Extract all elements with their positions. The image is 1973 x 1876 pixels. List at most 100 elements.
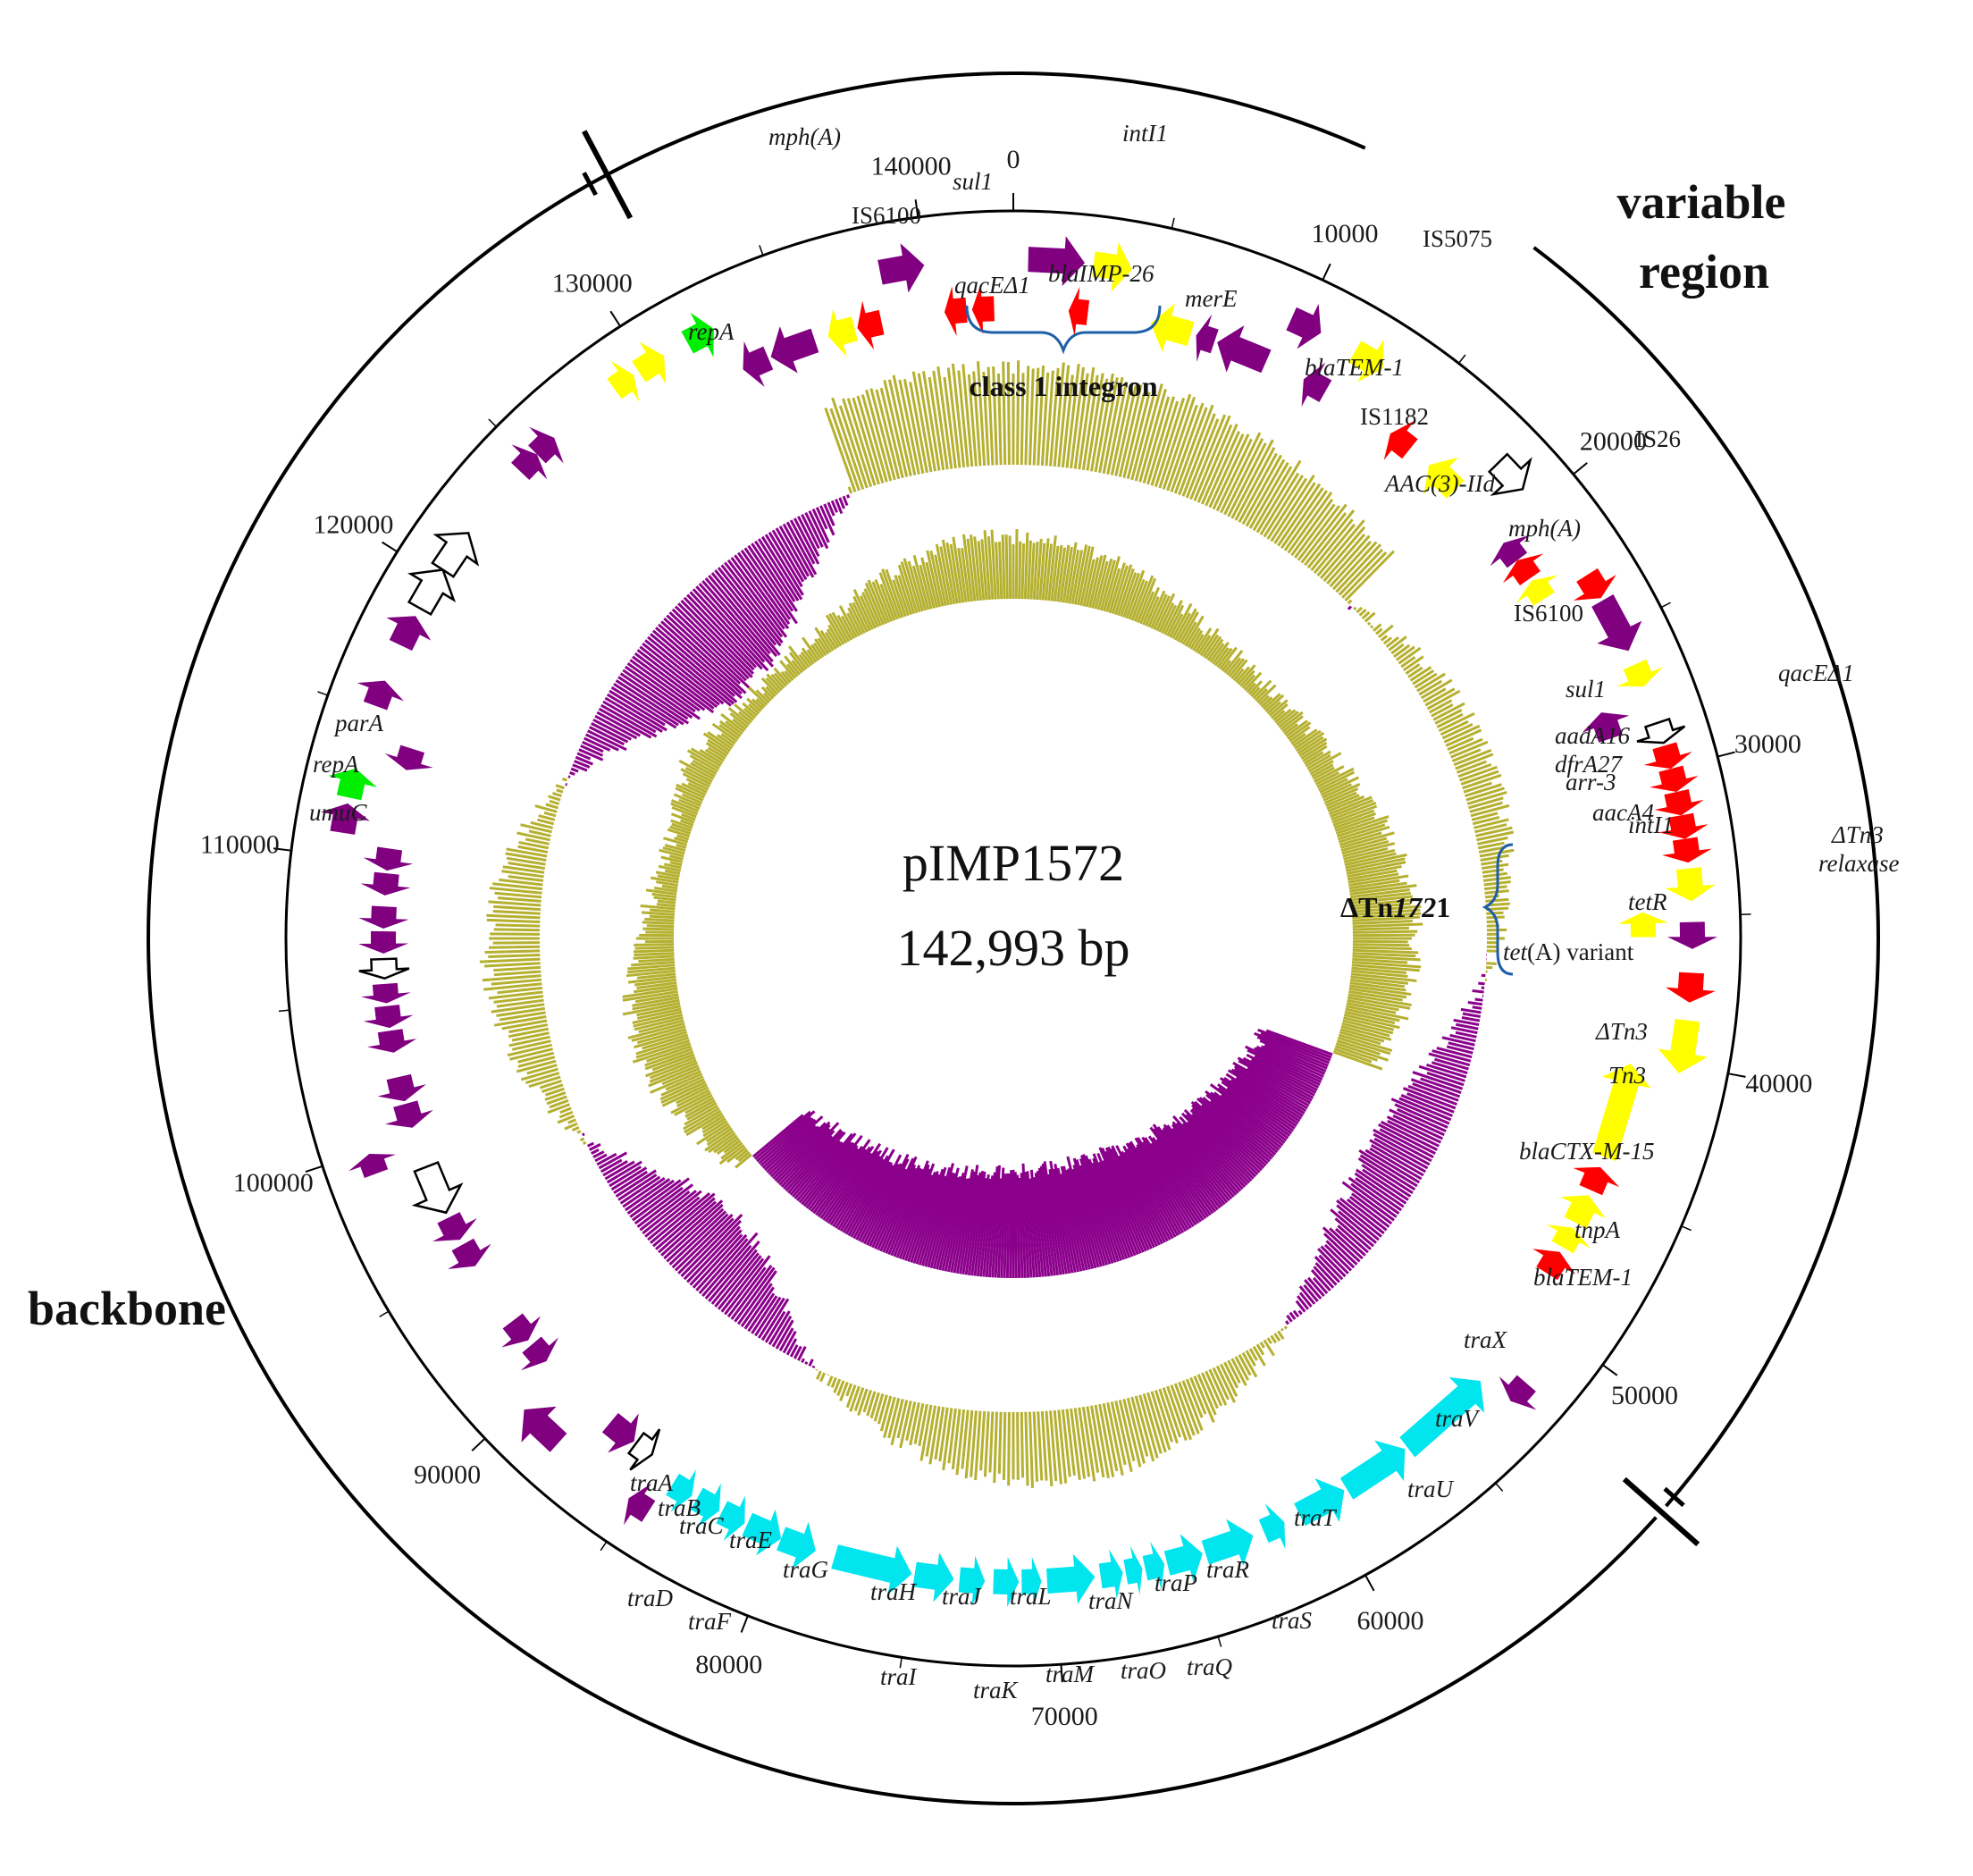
gc-content-bar — [1313, 523, 1356, 574]
gc-content-bar — [1061, 1409, 1071, 1477]
gc-content-bar — [530, 820, 553, 829]
gc-content-bar — [1106, 1402, 1124, 1476]
gene-arrow-outline — [1636, 717, 1686, 745]
gc-content-bar — [1434, 709, 1463, 725]
gc-skew-bar — [1096, 558, 1113, 610]
gc-skew-bar — [1219, 1077, 1296, 1130]
integron-brace-icon — [965, 305, 1162, 355]
gc-content-bar — [1475, 826, 1513, 837]
gc-content-bar — [686, 593, 758, 669]
gc-content-bar — [811, 1365, 816, 1368]
gc-content-bar — [520, 823, 552, 834]
gc-skew-bar — [1339, 831, 1382, 846]
gc-skew-bar — [690, 747, 722, 768]
gc-skew-bar — [1020, 1173, 1027, 1278]
gc-skew-bar — [705, 742, 728, 758]
gc-skew-bar — [707, 731, 733, 750]
gc-skew-bar — [673, 793, 701, 807]
gc-content-bar — [1373, 1132, 1431, 1166]
gc-content-bar — [600, 1158, 623, 1174]
gc-skew-bar — [689, 754, 719, 773]
gene-arrow-outline — [411, 1160, 464, 1215]
gc-skew-bar — [1169, 613, 1184, 638]
gc-skew-bar — [871, 581, 891, 623]
gc-skew-bar — [704, 1129, 735, 1152]
gc-skew-bar — [1253, 1047, 1323, 1081]
gc-skew-bar — [950, 1178, 970, 1273]
gc-content-bar — [942, 1408, 953, 1471]
gc-content-bar — [1170, 1384, 1192, 1441]
gene-arrow-backbone — [1028, 236, 1085, 287]
gc-skew-bar — [1348, 872, 1399, 884]
gc-skew-bar — [812, 642, 825, 658]
gc-content-bar — [1455, 753, 1494, 770]
gc-skew-bar — [1060, 1174, 1083, 1272]
gc-skew-bar — [1349, 881, 1407, 893]
gc-skew-bar — [644, 1050, 694, 1071]
gc-skew-bar — [663, 837, 688, 846]
gc-content-bar — [1393, 644, 1411, 658]
gc-content-bar — [555, 784, 565, 790]
gc-skew-bar — [1067, 1168, 1095, 1269]
gene-arrow-backbone — [521, 1406, 567, 1452]
gc-content-bar — [1178, 1381, 1200, 1434]
gc-content-bar — [1438, 711, 1475, 733]
gc-skew-bar — [1351, 902, 1411, 911]
gc-content-bar — [1380, 635, 1389, 642]
gc-skew-bar — [1153, 1127, 1217, 1213]
gc-skew-bar — [1258, 694, 1270, 706]
gc-content-bar — [1189, 1376, 1207, 1415]
gc-content-bar — [1252, 466, 1293, 532]
gc-skew-bar — [632, 1041, 692, 1064]
plasmid-size: 142,993 bp — [897, 919, 1130, 977]
gc-content-bar — [804, 511, 824, 548]
gc-content-bar — [501, 870, 544, 879]
tick-mark — [382, 541, 399, 553]
gc-skew-bar — [1049, 1160, 1071, 1275]
gc-content-bar — [499, 878, 543, 887]
gc-skew-bar — [1338, 1033, 1393, 1052]
gc-content-bar — [1118, 1400, 1136, 1462]
gc-skew-bar — [904, 1171, 936, 1261]
gc-content-bar — [1322, 1226, 1361, 1263]
gc-content-bar — [1329, 540, 1373, 588]
gene-arrow-backbone — [1286, 303, 1322, 349]
gc-skew-bar — [1343, 846, 1389, 861]
gc-skew-bar — [1144, 1137, 1202, 1223]
gc-skew-bar — [1327, 795, 1365, 813]
tick-label: 100000 — [233, 1168, 314, 1198]
gc-skew-bar — [814, 638, 827, 656]
gc-content-bar — [683, 1219, 742, 1281]
minor-tick-mark — [899, 1657, 903, 1669]
gc-skew-bar — [1346, 857, 1406, 872]
gc-skew-bar — [973, 1178, 987, 1276]
gc-content-bar — [1223, 438, 1264, 516]
gc-content-bar — [717, 1255, 762, 1310]
gc-content-bar — [1306, 509, 1356, 569]
gc-skew-bar — [638, 1019, 684, 1033]
gc-skew-bar — [660, 1081, 707, 1105]
gc-skew-bar — [1092, 1157, 1131, 1258]
gc-skew-bar — [651, 1053, 695, 1072]
gene-arrow-transfer — [1046, 1553, 1096, 1604]
gc-skew-bar — [716, 1137, 740, 1155]
gc-skew-bar — [632, 996, 680, 1007]
gc-skew-bar — [635, 1039, 691, 1059]
gc-skew-bar — [1066, 1156, 1097, 1269]
gene-arrow-resistance — [1643, 742, 1692, 770]
gc-content-bar — [1306, 1276, 1325, 1297]
tick-mark — [609, 310, 621, 327]
gc-skew-bar — [953, 1169, 974, 1274]
gc-content-bar — [808, 509, 829, 550]
gc-content-bar — [1110, 386, 1132, 475]
gc-skew-bar — [1339, 831, 1395, 849]
gc-content-bar — [1166, 1385, 1188, 1442]
gc-content-bar — [961, 1409, 970, 1469]
gc-skew-bar — [1181, 1123, 1244, 1190]
gc-skew-bar — [1228, 658, 1246, 677]
gc-content-bar — [1375, 627, 1383, 635]
gc-content-bar — [839, 1381, 849, 1401]
gc-skew-bar — [1062, 546, 1073, 603]
gc-content-bar — [479, 957, 541, 963]
gene-arrow-backbone — [360, 871, 411, 896]
